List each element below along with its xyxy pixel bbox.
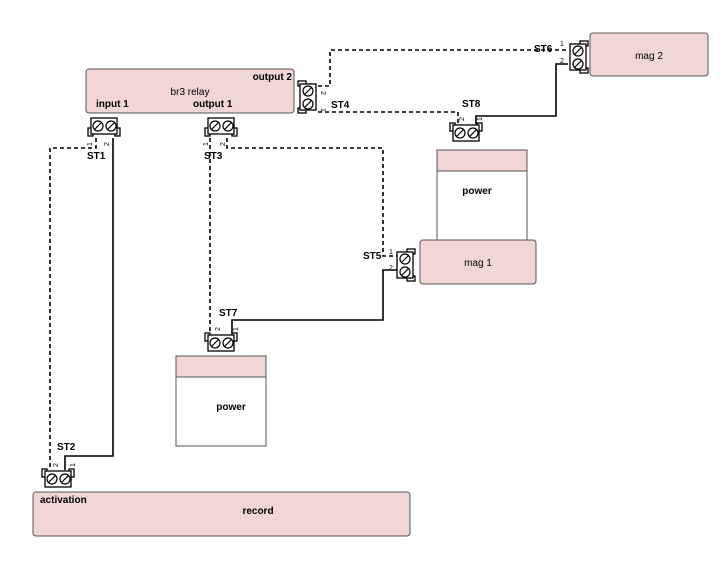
st7-pin-2: 2: [215, 327, 222, 331]
st5-pin-1: 1: [389, 249, 393, 256]
relay-name: br3 relay: [171, 87, 210, 98]
st5-pin-2: 2: [389, 265, 393, 272]
terminal-st2: [41, 468, 75, 488]
wire-st1-st2-return: [64, 138, 114, 470]
wire-st5-st7: [231, 269, 397, 334]
power-bottom-header: [175, 355, 267, 378]
record-box: [32, 491, 411, 537]
wire-st1-st2: [49, 138, 97, 470]
wire-st4-st6: [318, 49, 568, 87]
st7-label: ST7: [219, 308, 238, 319]
terminal-st6: [569, 40, 589, 74]
wire-st3-st5: [226, 138, 397, 257]
st1-pin-2: 2: [104, 142, 111, 146]
st2-pin-2: 2: [53, 463, 60, 467]
terminal-st5: [396, 248, 416, 282]
terminal-st7: [204, 332, 238, 352]
st3-label: ST3: [204, 151, 223, 162]
st6-label: ST6: [534, 44, 553, 55]
relay-box: [85, 68, 295, 114]
st2-pin-1: 1: [70, 463, 77, 467]
wire-st8-st6: [475, 63, 568, 124]
power-top-name: power: [462, 186, 492, 197]
st4-label: ST4: [331, 100, 350, 111]
relay-output2-label: output 2: [253, 72, 293, 83]
st1-pin-1: 1: [87, 142, 94, 146]
st6-pin-1: 1: [560, 41, 564, 48]
st4-pin-2: 2: [319, 91, 326, 95]
st8-label: ST8: [462, 99, 481, 110]
mag2-box: [589, 32, 709, 77]
relay-output1-label: output 1: [193, 99, 233, 110]
record-name: record: [242, 506, 273, 517]
st5-label: ST5: [363, 251, 382, 262]
mag2-name: mag 2: [635, 51, 663, 62]
st1-label: ST1: [87, 151, 106, 162]
terminal-st3: [204, 117, 238, 137]
mag1-name: mag 1: [464, 258, 492, 269]
st8-pin-1: 1: [477, 117, 484, 121]
st3-pin-2: 2: [220, 142, 227, 146]
st4-pin-1: 1: [319, 108, 326, 112]
st8-pin-2: 2: [459, 117, 466, 121]
power-top-header: [436, 149, 528, 172]
power-bottom-name: power: [216, 402, 246, 413]
terminal-st8: [449, 122, 483, 142]
terminal-st1: [87, 117, 121, 137]
wire-st4-st8: [318, 111, 459, 124]
record-activation-label: activation: [40, 495, 87, 506]
terminal-st4: [297, 80, 317, 114]
relay-input1-label: input 1: [96, 99, 129, 110]
st3-pin-1: 1: [203, 142, 210, 146]
st7-pin-1: 1: [233, 327, 240, 331]
st6-pin-2: 2: [560, 58, 564, 65]
st2-label: ST2: [57, 442, 76, 453]
mag1-box: [419, 239, 537, 285]
